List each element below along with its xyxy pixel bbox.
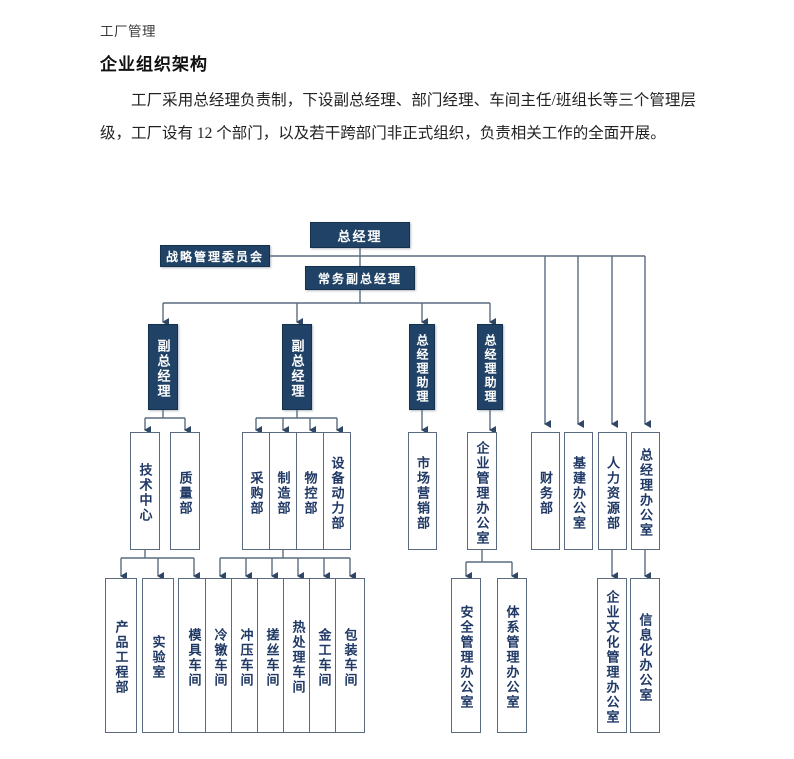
node-mould-workshop[interactable]: 模具车间 xyxy=(178,578,210,733)
node-deputy-general-manager-2[interactable]: 副总经理 xyxy=(282,324,312,410)
node-infrastructure-office[interactable]: 基建办公室 xyxy=(564,432,593,550)
node-finance-department[interactable]: 财务部 xyxy=(531,432,560,550)
node-informatization-office[interactable]: 信息化办公室 xyxy=(630,578,660,733)
node-manufacturing-department[interactable]: 制造部 xyxy=(269,432,297,550)
document-header: 工厂管理 xyxy=(100,24,156,39)
node-general-manager-office[interactable]: 总经理办公室 xyxy=(631,432,660,550)
node-stamping-workshop[interactable]: 冲压车间 xyxy=(231,578,261,733)
node-human-resources-department[interactable]: 人力资源部 xyxy=(598,432,627,550)
node-executive-deputy-general-manager[interactable]: 常务副总经理 xyxy=(305,266,415,290)
node-product-engineering-department[interactable]: 产品工程部 xyxy=(105,578,137,733)
intro-paragraph: 工厂采用总经理负责制，下设副总经理、部门经理、车间主任/班组长等三个管理层级，工… xyxy=(100,92,696,142)
node-purchasing-department[interactable]: 采购部 xyxy=(242,432,270,550)
node-marketing-department[interactable]: 市场营销部 xyxy=(408,432,437,550)
node-equipment-power-department[interactable]: 设备动力部 xyxy=(323,432,351,550)
node-system-management-office[interactable]: 体系管理办公室 xyxy=(497,578,527,733)
node-laboratory[interactable]: 实验室 xyxy=(142,578,174,733)
node-deputy-general-manager-1[interactable]: 副总经理 xyxy=(148,324,178,410)
node-packaging-workshop[interactable]: 包装车间 xyxy=(335,578,365,733)
node-strategic-management-committee[interactable]: 战略管理委员会 xyxy=(160,245,270,267)
node-technology-center[interactable]: 技术中心 xyxy=(130,432,160,550)
node-material-control-department[interactable]: 物控部 xyxy=(296,432,324,550)
node-gm-assistant-1[interactable]: 总经理助理 xyxy=(409,324,435,410)
node-safety-management-office[interactable]: 安全管理办公室 xyxy=(451,578,481,733)
page-title: 企业组织架构 xyxy=(100,55,208,74)
node-enterprise-management-office[interactable]: 企业管理办公室 xyxy=(467,432,497,550)
node-corporate-culture-management-office[interactable]: 企业文化管理办公室 xyxy=(597,578,627,733)
node-general-manager[interactable]: 总经理 xyxy=(310,222,410,248)
node-quality-department[interactable]: 质量部 xyxy=(170,432,200,550)
node-gm-assistant-2[interactable]: 总经理助理 xyxy=(477,324,503,410)
